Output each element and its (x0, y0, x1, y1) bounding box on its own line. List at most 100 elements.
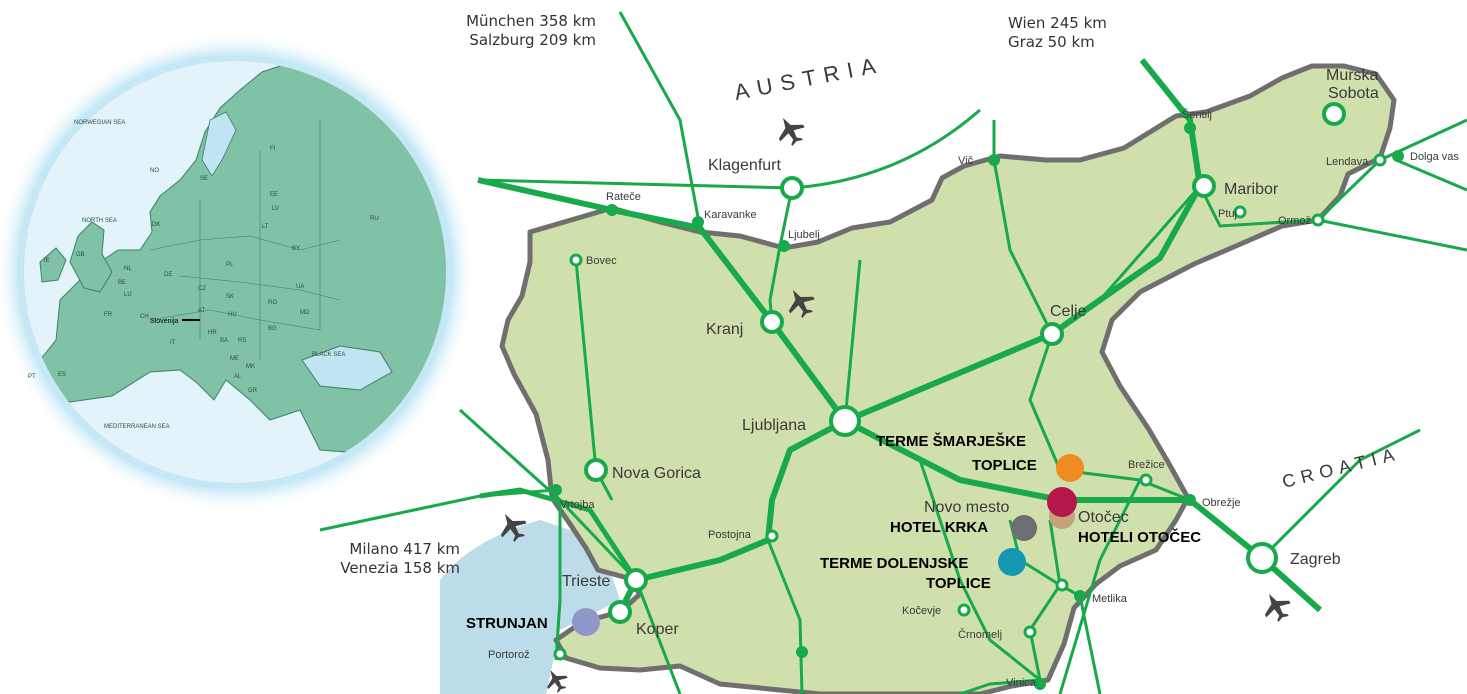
town-label-metlika: Metlika (1092, 593, 1128, 605)
town-label-vrtojba: Vrtojba (560, 499, 595, 511)
hotel-label-dolenjske-2: TOPLICE (926, 575, 991, 592)
europe-inset (0, 32, 475, 512)
town-label-portoroz: Portorož (488, 649, 530, 661)
town-label-bovec: Bovec (586, 255, 617, 267)
hotel-marker-strunjan[interactable] (572, 608, 600, 636)
town-label-lendava: Lendava (1326, 156, 1369, 168)
city-marker-trieste (624, 568, 648, 592)
europe-country-codes: NOSEFIEELVLTRUBYUAMDROBGPLDECZSKATHUHRBA… (28, 146, 379, 394)
city-label-klagenfurt: Klagenfurt (708, 157, 781, 174)
europe-code-ro: RO (268, 300, 277, 306)
town-label-brezice: Brežice (1128, 459, 1165, 471)
europe-code-ba: BA (220, 338, 228, 344)
town-label-crnomelj: Črnomelj (958, 628, 1002, 641)
label-norwegian-sea: NORWEGIAN SEA (74, 120, 125, 126)
europe-code-fi: FI (270, 146, 276, 152)
town-label-postojna: Postojna (708, 529, 752, 541)
europe-code-rs: RS (238, 338, 246, 344)
city-marker-kranj (760, 310, 784, 334)
europe-code-cz: CZ (198, 286, 206, 292)
town-label-vic: Vič (958, 155, 974, 167)
hotel-label-strunjan: STRUNJAN (466, 615, 548, 632)
town-label-dolga-vas: Dolga vas (1410, 151, 1459, 163)
europe-code-gb: GB (76, 252, 85, 258)
europe-code-me: ME (230, 356, 239, 362)
hotel-marker-otocec[interactable] (1047, 487, 1077, 517)
border-crossings (550, 122, 1404, 690)
city-label-novo-mesto: Novo mesto (924, 499, 1009, 516)
europe-code-no: NO (150, 168, 159, 174)
europe-code-by: BY (292, 246, 300, 252)
europe-code-ch: CH (140, 314, 149, 320)
city-label-ljubljana: Ljubljana (742, 417, 806, 434)
city-label-otocec: Otočec (1078, 509, 1129, 526)
adriatic-sea (440, 520, 620, 694)
town-label-ratece: Rateče (606, 191, 641, 203)
label-slovenija: Slovenija (150, 318, 179, 325)
europe-code-bg: BG (268, 326, 277, 332)
europe-code-hu: HU (228, 312, 237, 318)
airplane-icon (788, 289, 815, 318)
city-marker-maribor (1192, 174, 1216, 198)
distance-graz: Graz 50 km (1008, 33, 1095, 51)
europe-code-it: IT (170, 340, 176, 346)
europe-code-be: BE (118, 280, 126, 286)
distance-munchen: München 358 km (466, 12, 596, 30)
city-markers (584, 102, 1346, 624)
country-label-austria: AUSTRIA (732, 51, 885, 104)
distance-milano: Milano 417 km (349, 540, 460, 558)
europe-code-gr: GR (248, 388, 258, 394)
europe-code-fr: FR (104, 312, 113, 318)
town-label-sentilj: Šentilj (1182, 108, 1212, 121)
distance-south-west: Milano 417 km Venezia 158 km (300, 540, 460, 578)
city-label-murska-1: Murska (1326, 67, 1379, 84)
hotel-label-smarjeske-1: TERME ŠMARJEŠKE (876, 432, 1026, 450)
europe-code-se: SE (200, 176, 208, 182)
hotel-label-otocec: HOTELI OTOČEC (1078, 528, 1201, 546)
europe-code-de: DE (164, 272, 172, 278)
city-label-nova-gorica: Nova Gorica (612, 465, 701, 482)
europe-code-ee: EE (270, 192, 278, 198)
town-label-ptuj: Ptuj (1218, 208, 1237, 220)
city-marker-nova-gorica (584, 458, 608, 482)
town-markers (553, 153, 1387, 661)
city-label-murska-2: Sobota (1328, 85, 1379, 102)
town-label-vinica: Vinica (1006, 677, 1037, 689)
label-north-sea: NORTH SEA (82, 218, 117, 224)
distance-north-west: München 358 km Salzburg 209 km (436, 12, 596, 50)
europe-code-pt: PT (28, 374, 36, 380)
city-label-maribor: Maribor (1224, 181, 1279, 198)
europe-code-nl: NL (124, 266, 132, 272)
hotel-label-dolenjske-1: TERME DOLENJSKE (820, 555, 968, 572)
city-label-kranj: Kranj (706, 321, 743, 338)
hotel-marker-dolenjske[interactable] (998, 548, 1026, 576)
distance-salzburg: Salzburg 209 km (469, 31, 596, 49)
europe-code-at: AT (198, 308, 206, 314)
hotel-marker-smarjeske[interactable] (1056, 454, 1084, 482)
europe-code-hr: HR (208, 330, 217, 336)
distance-north-east: Wien 245 km Graz 50 km (1008, 14, 1168, 52)
city-label-zagreb: Zagreb (1290, 551, 1341, 568)
label-mediterranean-sea: MEDITERRANEAN SEA (104, 424, 170, 430)
europe-code-lu: LU (124, 292, 132, 298)
city-label-trieste: Trieste (562, 573, 610, 590)
europe-code-lv: LV (272, 206, 279, 212)
europe-code-pl: PL (226, 262, 234, 268)
city-marker-koper (608, 600, 632, 624)
europe-code-dk: DK (152, 222, 160, 228)
europe-code-md: MD (300, 310, 310, 316)
town-label-karavanke: Karavanke (704, 209, 757, 221)
city-marker-celje (1040, 322, 1064, 346)
town-label-kocevje: Kočevje (902, 605, 941, 617)
europe-labels: NORWEGIAN SEA NORTH SEA BLACK SEA MEDITE… (74, 120, 345, 430)
airplane-icon (547, 670, 568, 693)
hotel-label-smarjeske-2: TOPLICE (972, 457, 1037, 474)
city-label-celje: Celje (1050, 303, 1087, 320)
hotel-marker-krka[interactable] (1011, 515, 1037, 541)
europe-code-ua: UA (296, 284, 304, 290)
europe-code-sk: SK (226, 294, 234, 300)
airplane-icon (778, 117, 805, 146)
europe-code-al: AL (234, 374, 242, 380)
